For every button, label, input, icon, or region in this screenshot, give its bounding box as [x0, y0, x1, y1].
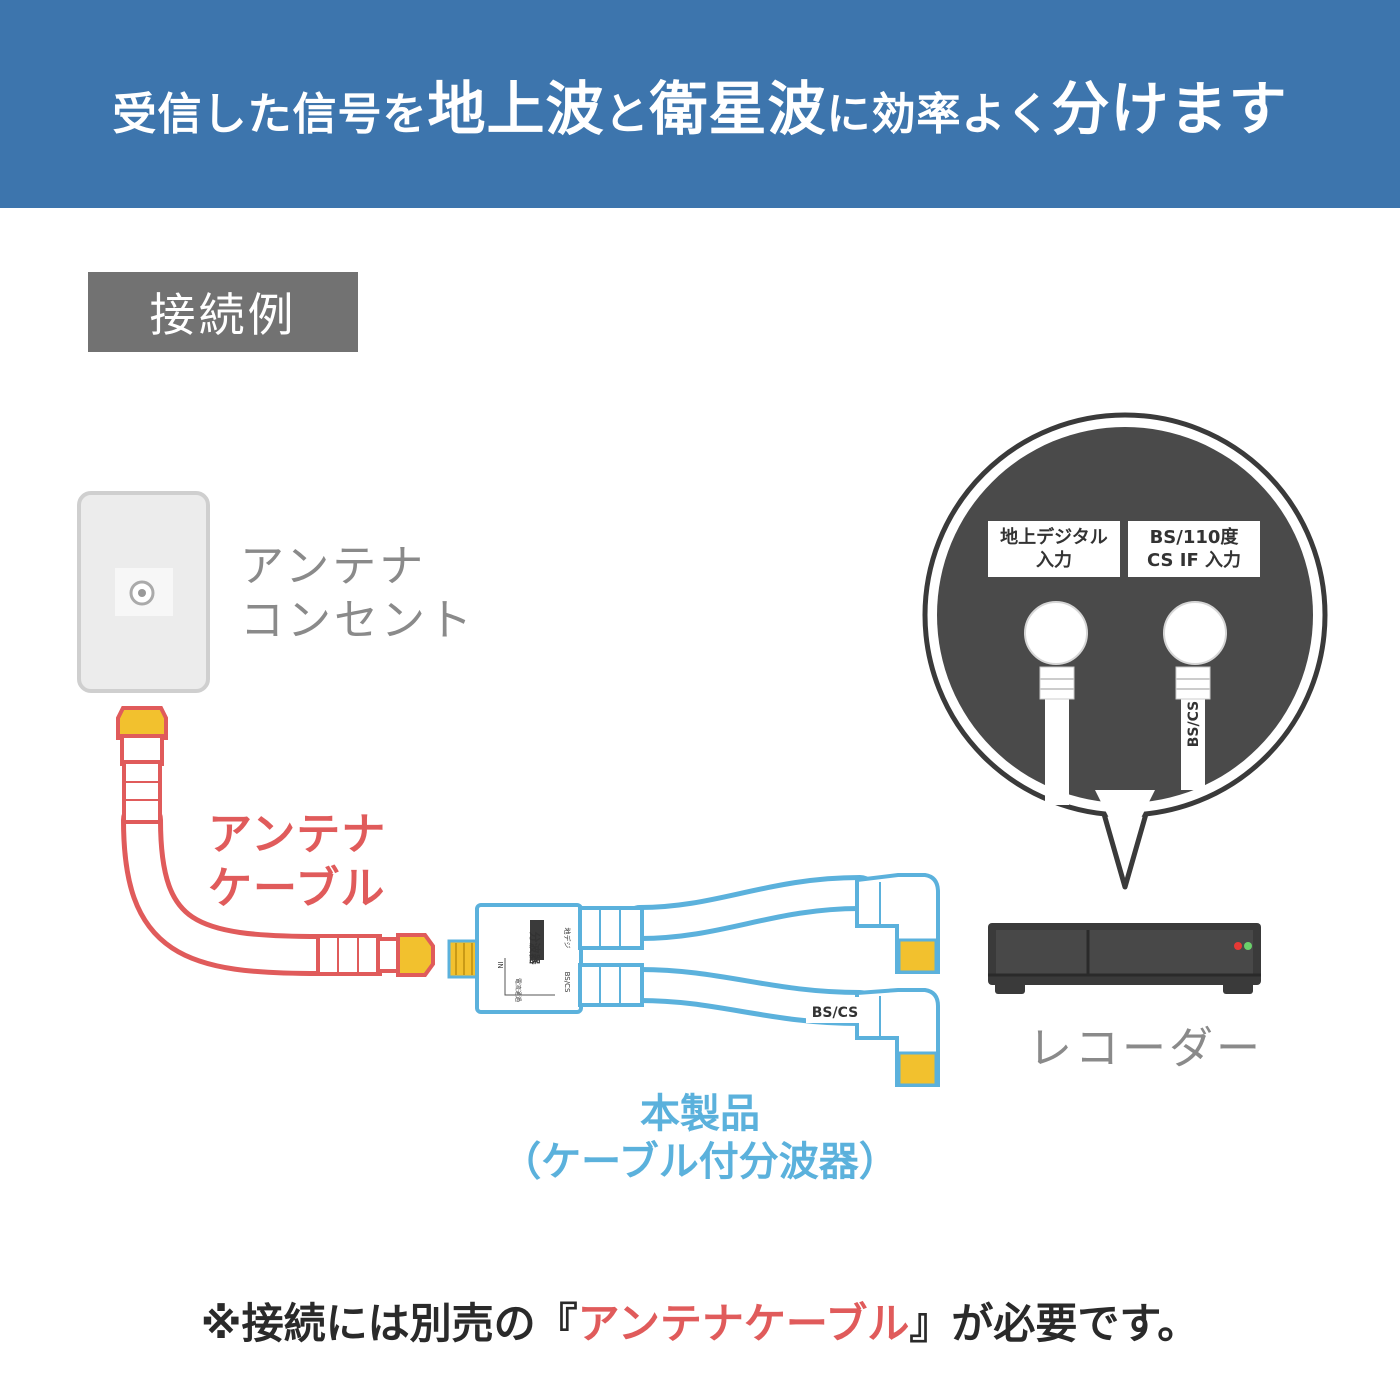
- footer-suffix: 』が必要です。: [909, 1299, 1200, 1348]
- antenna-cable-label: アンテナ ケーブル: [208, 808, 386, 915]
- product-label: 本製品 （ケーブル付分波器）: [500, 1090, 900, 1186]
- port-label-terrestrial-line2: 入力: [1036, 550, 1072, 571]
- cable-tag-text: BS/CS: [812, 1005, 858, 1021]
- splitter-note-text: 電流通過: [514, 978, 522, 1002]
- port-label-bs: BS/110度 CS IF 入力: [1128, 521, 1260, 577]
- splitter-product: [447, 873, 940, 1087]
- splitter-out2-text: BS/CS: [563, 972, 571, 993]
- port-label-bs-line1: BS/110度: [1149, 527, 1239, 548]
- title-part-2: 地上波: [427, 75, 605, 143]
- recorder-device: [988, 923, 1261, 994]
- footer-prefix: ※接続には別売の『: [200, 1299, 578, 1348]
- title-part-3: と: [604, 89, 650, 140]
- antenna-cable-label-line1: アンテナ: [208, 809, 387, 860]
- antenna-cable: [116, 706, 435, 977]
- title-part-4: 衛星波: [649, 75, 827, 143]
- outlet-label-line2: コンセント: [240, 594, 475, 646]
- port-label-terrestrial: 地上デジタル 入力: [988, 521, 1120, 577]
- footer-highlight: アンテナケーブル: [577, 1299, 910, 1348]
- section-label: 接続例: [88, 272, 358, 352]
- zoom-connector-terrestrial: [1024, 601, 1088, 805]
- splitter-out1-text: 地デジ: [563, 928, 572, 949]
- splitter-spec-text: 4K8K: [543, 929, 554, 960]
- zoom-bubble: [922, 412, 1328, 890]
- zoom-connector-bs: BS/CS: [1163, 601, 1227, 790]
- port-label-terrestrial-line1: 地上デジタル: [1000, 527, 1108, 548]
- product-label-line1: 本製品: [640, 1091, 760, 1137]
- product-label-line2: （ケーブル付分波器）: [501, 1139, 899, 1185]
- recorder-label: レコーダー: [1028, 1023, 1263, 1074]
- splitter-in-text: IN: [496, 961, 504, 968]
- footer-note: ※接続には別売の『アンテナケーブル』が必要です。: [0, 1290, 1400, 1351]
- cable-tag-bs-cs: BS/CS: [806, 997, 864, 1023]
- port-label-bs-line2: CS IF 入力: [1146, 550, 1242, 571]
- header-banner: 受信した信号を地上波と衛星波に効率よく分けます: [0, 0, 1400, 208]
- title-part-5: に効率よく: [826, 89, 1052, 140]
- page-title: 受信した信号を地上波と衛星波に効率よく分けます: [112, 62, 1287, 146]
- antenna-cable-label-line2: ケーブル: [208, 862, 386, 914]
- antenna-outlet: [77, 491, 210, 693]
- splitter-printed-text: 分波器 4K8K 地デジ BS/CS IN 電流通過: [496, 928, 572, 1003]
- zoom-cable-tag-text: BS/CS: [1186, 701, 1202, 747]
- splitter-name-text: 分波器: [528, 932, 542, 966]
- outlet-label-line1: アンテナ: [240, 541, 427, 592]
- title-part-6: 分けます: [1051, 75, 1288, 143]
- title-part-1: 受信した信号を: [112, 89, 428, 140]
- outlet-label: アンテナ コンセント: [240, 540, 475, 647]
